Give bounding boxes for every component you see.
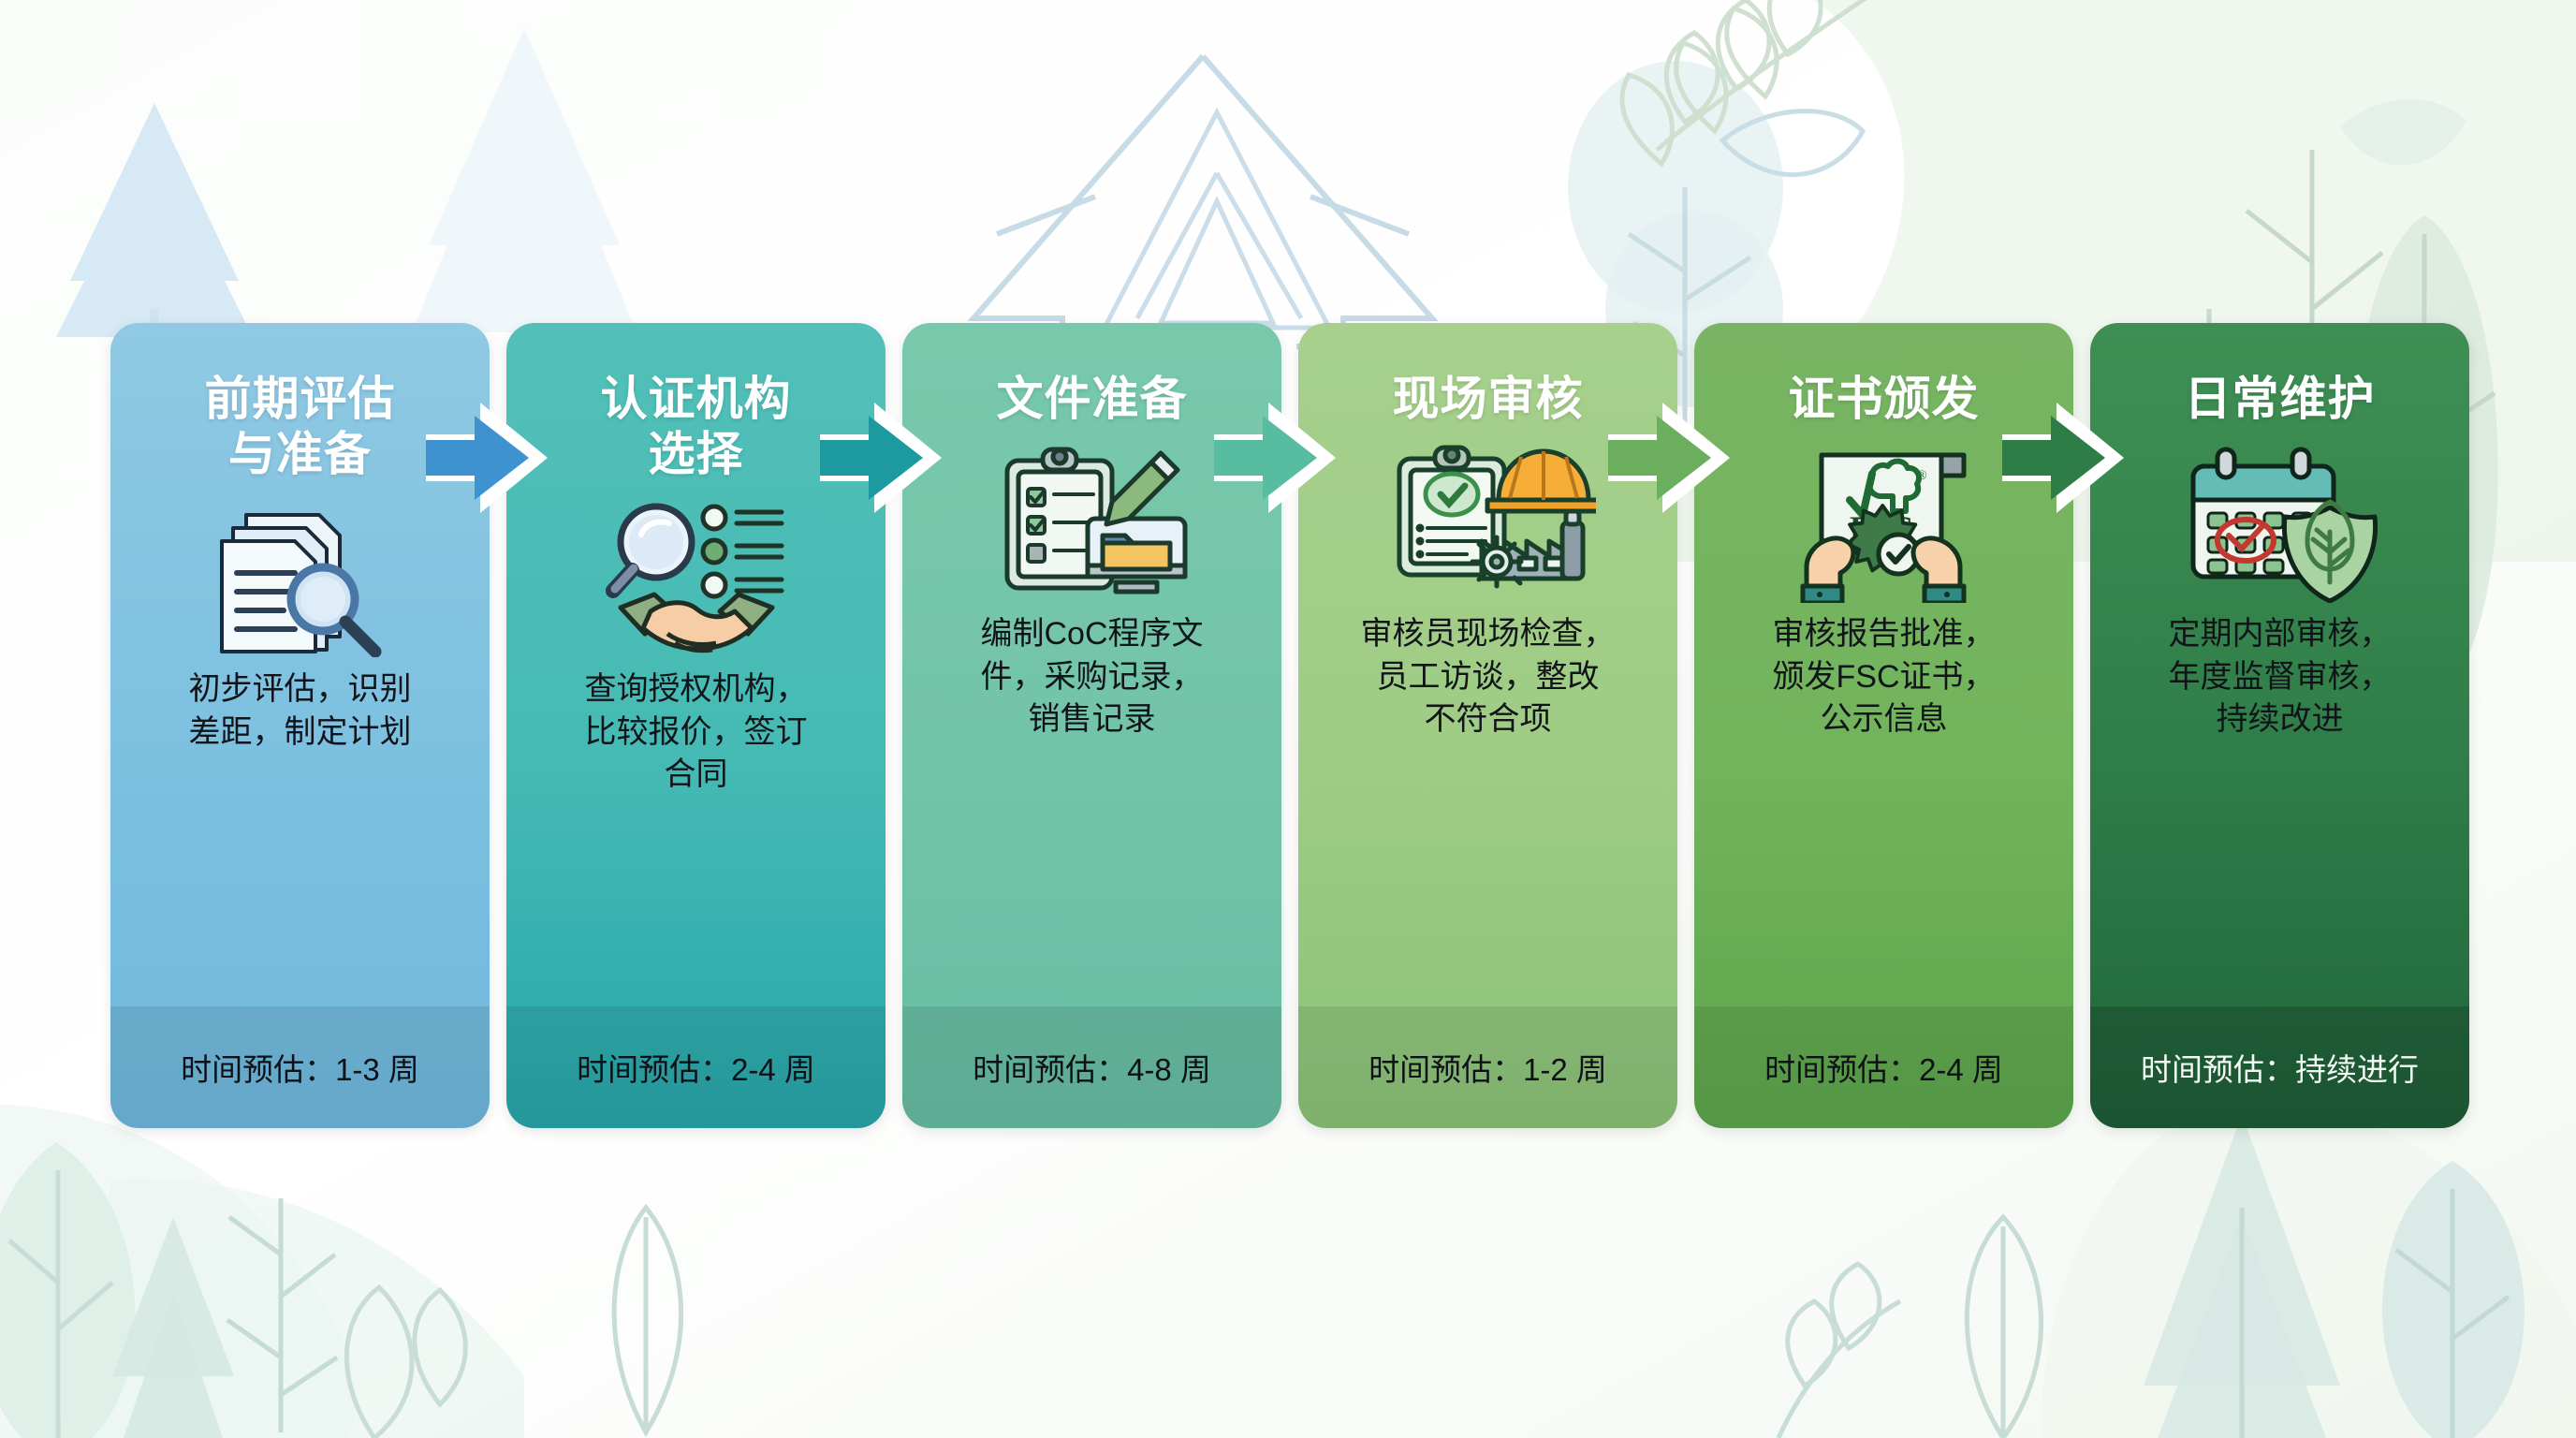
process-step-card-3[interactable]: 文件准备	[902, 323, 1281, 1128]
leaf-outline-icon	[1719, 109, 1866, 178]
step-description: 定期内部审核， 年度监督审核， 持续改进	[2168, 616, 2392, 738]
process-step-card-4[interactable]: 现场审核	[1298, 323, 1677, 1128]
leafy-branch-icon	[1776, 1261, 1902, 1438]
step-title: 日常维护	[2184, 373, 2376, 425]
step-title: 文件准备	[996, 373, 1188, 425]
step-time-estimate: 时间预估：2-4 周	[506, 1006, 886, 1128]
leaf-outline-icon	[1964, 1213, 2044, 1438]
document-magnifier-icon	[198, 495, 403, 659]
leaf-outline-icon	[611, 1204, 684, 1437]
process-flow-container: 前期评估 与准备 初步评估，识别 差距，制定计划 时间预估：1-3 周 认证机构…	[110, 323, 2469, 1128]
step-title: 认证机构 选择	[600, 373, 792, 480]
pine-tree-icon	[2144, 1114, 2340, 1438]
step-title: 前期评估 与准备	[204, 373, 396, 480]
step-time-estimate: 时间预估：4-8 周	[902, 1006, 1281, 1128]
leafy-branch-icon	[1619, 0, 1867, 168]
handshake-search-icon	[589, 495, 804, 659]
step-time-estimate: 时间预估：1-3 周	[110, 1006, 490, 1128]
fsc-certificate-icon: ® FSC	[1777, 440, 1992, 604]
process-step-card-1[interactable]: 前期评估 与准备 初步评估，识别 差距，制定计划 时间预估：1-3 周	[110, 323, 490, 1128]
pine-tree-icon	[112, 1217, 234, 1438]
process-step-card-6[interactable]: 日常维护	[2090, 323, 2469, 1128]
calendar-shield-icon	[2173, 440, 2388, 604]
clipboard-monitor-icon	[985, 440, 1200, 604]
broadleaf-tree-icon	[0, 1142, 136, 1438]
step-description: 查询授权机构， 比较报价，签订 合同	[584, 671, 808, 793]
leaf-outline-icon	[2340, 99, 2466, 166]
bare-branch-tree-icon	[226, 1198, 339, 1432]
step-description: 编制CoC程序文 件，采购记录， 销售记录	[980, 616, 1204, 738]
step-time-estimate: 时间预估：2-4 周	[1694, 1006, 2073, 1128]
process-step-card-5[interactable]: 证书颁发 ® FSC	[1694, 323, 2073, 1128]
broadleaf-tree-icon	[2382, 1161, 2525, 1438]
step-time-estimate: 时间预估：持续进行	[2090, 1006, 2469, 1128]
step-description: 初步评估，识别 差距，制定计划	[188, 671, 412, 750]
audit-factory-icon	[1381, 440, 1596, 604]
step-description: 审核报告批准， 颁发FSC证书， 公示信息	[1772, 616, 1996, 738]
step-time-estimate: 时间预估：1-2 周	[1298, 1006, 1677, 1128]
step-title: 证书颁发	[1788, 373, 1980, 425]
process-step-card-2[interactable]: 认证机构 选择	[506, 323, 886, 1128]
pine-tree-icon	[412, 28, 637, 332]
step-description: 审核员现场检查， 员工访谈，整改 不符合项	[1360, 616, 1616, 738]
leaf-outline-icon	[344, 1284, 468, 1438]
svg-text:®: ®	[1917, 469, 1927, 483]
step-title: 现场审核	[1392, 373, 1584, 425]
